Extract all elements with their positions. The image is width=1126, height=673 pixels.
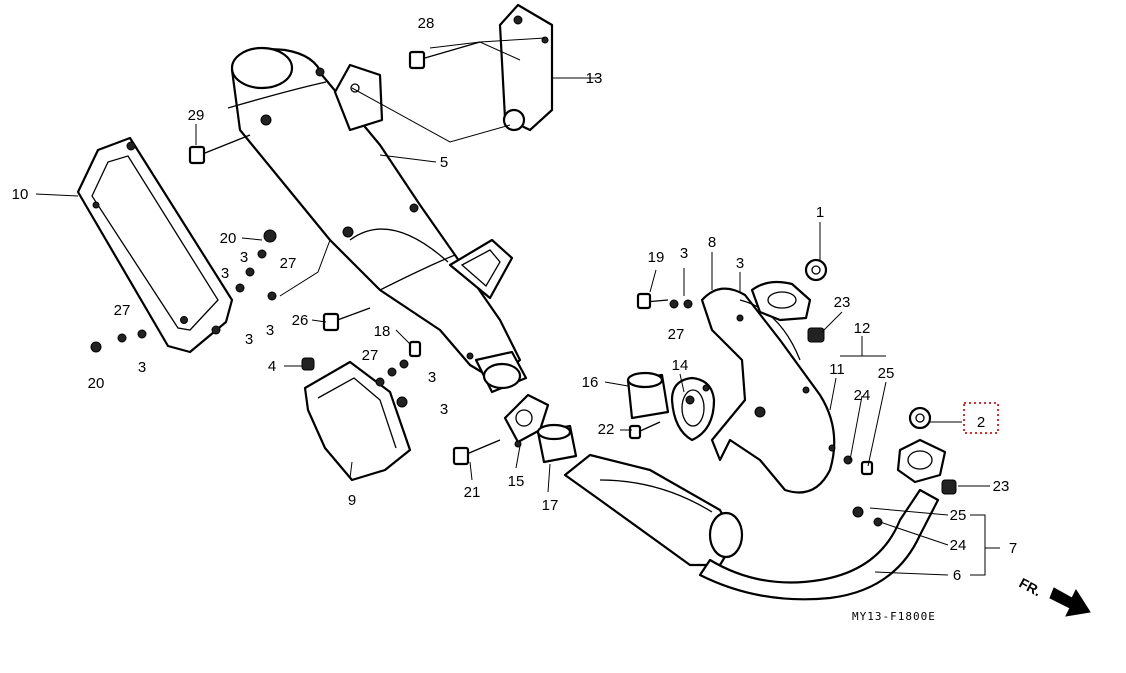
heat-shield-10 — [76, 136, 234, 354]
callout-25[interactable]: 25 — [950, 507, 967, 524]
callout-19[interactable]: 19 — [648, 249, 665, 266]
callout-26[interactable]: 26 — [292, 312, 309, 329]
callout-14[interactable]: 14 — [672, 357, 689, 374]
exhaust-pipe-8 — [700, 280, 836, 494]
selected-callout-frame — [963, 402, 999, 434]
bracket-13 — [498, 3, 554, 132]
callout-18[interactable]: 18 — [374, 323, 391, 340]
callout-3[interactable]: 3 — [266, 322, 274, 339]
callout-24[interactable]: 24 — [854, 387, 871, 404]
callout-27[interactable]: 27 — [668, 326, 685, 343]
callout-10[interactable]: 10 — [12, 186, 29, 203]
muffler-5 — [227, 46, 528, 394]
callout-22[interactable]: 22 — [598, 421, 615, 438]
callout-27[interactable]: 27 — [280, 255, 297, 272]
callout-17[interactable]: 17 — [542, 497, 559, 514]
callout-3[interactable]: 3 — [428, 369, 436, 386]
callout-16[interactable]: 16 — [582, 374, 599, 391]
callout-5[interactable]: 5 — [440, 154, 448, 171]
callout-6[interactable]: 6 — [953, 567, 961, 584]
cover-9 — [303, 360, 412, 482]
callout-2[interactable]: 2 — [977, 414, 985, 431]
callout-8[interactable]: 8 — [708, 234, 716, 251]
front-direction-indicator: FR. — [1017, 575, 1091, 617]
callout-27[interactable]: 27 — [362, 347, 379, 364]
callout-labels: 1 2 3 3 3 3 3 3 3 3 3 4 5 6 7 8 9 10 11 … — [12, 15, 1018, 584]
callout-3[interactable]: 3 — [221, 265, 229, 282]
callout-3[interactable]: 3 — [680, 245, 688, 262]
exhaust-pipe-6 — [563, 438, 947, 601]
callout-1[interactable]: 1 — [816, 204, 824, 221]
front-label: FR. — [1017, 575, 1044, 600]
callout-3[interactable]: 3 — [245, 331, 253, 348]
clamp-14 — [670, 376, 716, 442]
callout-15[interactable]: 15 — [508, 473, 525, 490]
callout-29[interactable]: 29 — [188, 107, 205, 124]
callout-3[interactable]: 3 — [240, 249, 248, 266]
callout-3[interactable]: 3 — [138, 359, 146, 376]
callout-25[interactable]: 25 — [878, 365, 895, 382]
gasket-17 — [536, 423, 578, 464]
callout-11[interactable]: 11 — [829, 361, 845, 378]
callout-9[interactable]: 9 — [348, 492, 356, 509]
callout-28[interactable]: 28 — [418, 15, 435, 32]
callout-20[interactable]: 20 — [88, 375, 105, 392]
callout-21[interactable]: 21 — [464, 484, 481, 501]
callout-23[interactable]: 23 — [834, 294, 851, 311]
gasket-16 — [626, 371, 670, 420]
callout-3[interactable]: 3 — [440, 401, 448, 418]
callout-13[interactable]: 13 — [586, 70, 603, 87]
callout-7[interactable]: 7 — [1009, 540, 1017, 557]
leader-lines — [35, 37, 1000, 576]
callout-20[interactable]: 20 — [220, 230, 237, 247]
callout-12[interactable]: 12 — [854, 320, 871, 337]
diagram-code: MY13-F1800E — [852, 610, 936, 623]
callout-4[interactable]: 4 — [268, 358, 276, 375]
callout-24[interactable]: 24 — [950, 537, 967, 554]
front-arrow-icon — [1049, 587, 1091, 617]
callout-27[interactable]: 27 — [114, 302, 131, 319]
callout-23[interactable]: 23 — [993, 478, 1010, 495]
callout-3[interactable]: 3 — [736, 255, 744, 272]
